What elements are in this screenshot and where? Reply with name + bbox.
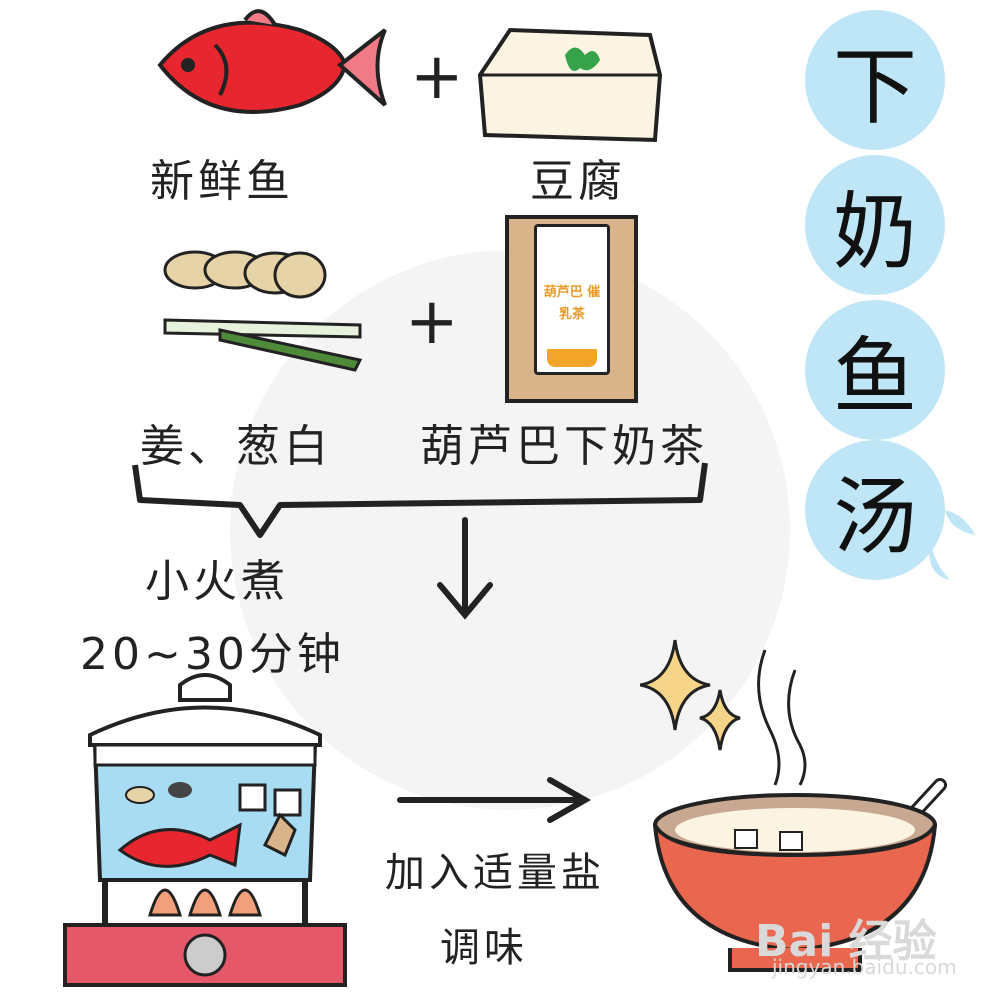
season-label-2: 调味 <box>440 925 528 971</box>
water-drops-icon <box>929 510 975 580</box>
tea-package-text: 葫芦巴 催乳茶 <box>543 285 601 322</box>
watermark-url: jingyan.baidu.com <box>772 955 957 979</box>
pot-on-stove-icon <box>63 673 347 987</box>
title-char-4: 汤 <box>805 440 945 580</box>
tofu-icon <box>477 27 663 143</box>
ginger-scallion-label: 姜、葱白 <box>140 421 332 472</box>
tea-package-icon: 葫芦巴 催乳茶 <box>505 215 638 403</box>
season-label-1: 加入适量盐 <box>385 850 605 896</box>
tofu-label: 豆腐 <box>530 156 626 207</box>
fish-icon <box>157 9 387 114</box>
title-column: 下 奶 鱼 汤 <box>800 10 950 600</box>
cook-method-label: 小火煮 <box>145 556 289 607</box>
title-char-1: 下 <box>805 10 945 150</box>
fish-label: 新鲜鱼 <box>150 156 294 207</box>
cook-time-label: 20~30分钟 <box>80 629 345 680</box>
ginger-scallion-icon <box>163 250 363 372</box>
tea-label: 葫芦巴下奶茶 <box>420 421 708 472</box>
right-arrow-icon <box>397 777 592 823</box>
down-arrow-icon <box>437 517 493 620</box>
baidu-logo: Bai 经验 <box>755 916 937 967</box>
soup-bowl-icon <box>653 778 947 972</box>
title-char-2: 奶 <box>805 155 945 295</box>
title-char-3: 鱼 <box>805 300 945 440</box>
bracket-icon <box>132 462 708 538</box>
plus-sign-2: + <box>405 285 463 359</box>
plus-sign-1: + <box>410 40 468 114</box>
sparkle-steam-icon <box>640 639 807 786</box>
